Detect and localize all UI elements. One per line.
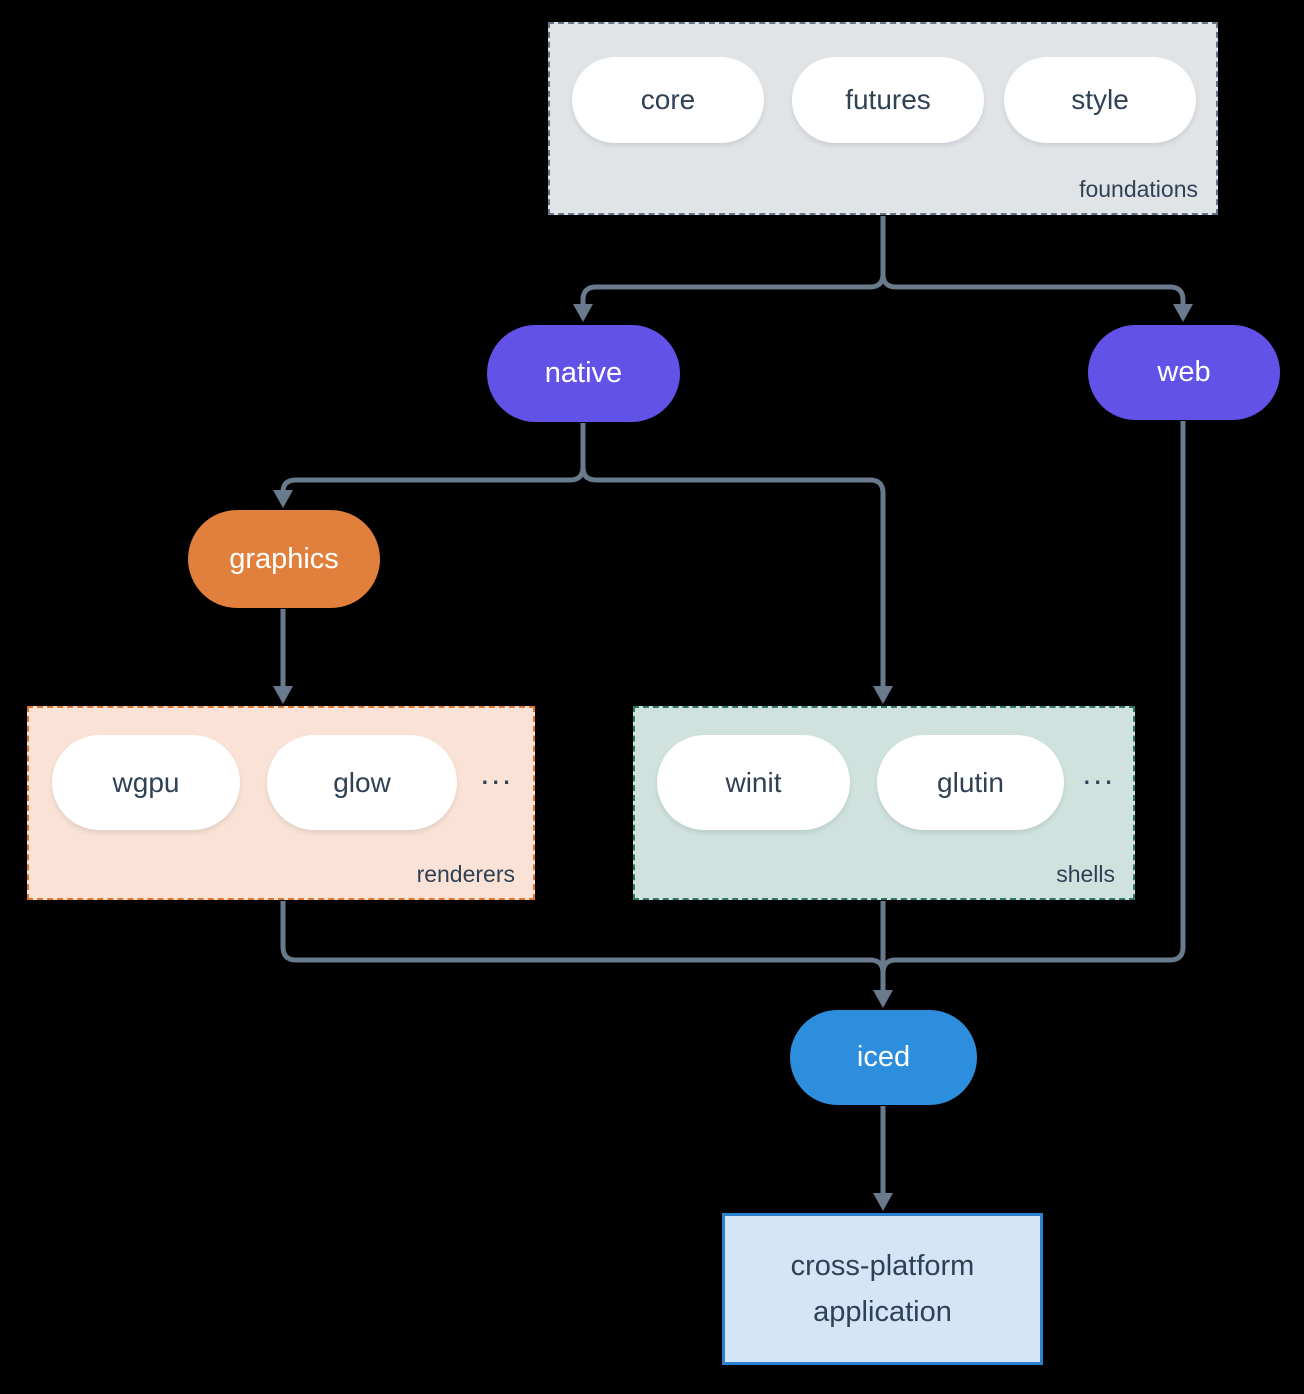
edge-native-shells [580,423,886,687]
edge-foundations-web [880,216,1186,305]
node-wgpu: wgpu [52,735,240,830]
arrow-down-icon [273,686,293,704]
application-label-line1: cross-platform [790,1249,975,1282]
arrow-down-icon [273,490,293,508]
node-futures: futures [792,57,984,143]
group-label-shells: shells [1056,861,1115,887]
edge-foundations-native [580,216,886,305]
node-core: core [572,57,764,143]
arrow-down-icon [873,686,893,704]
shells-ellipsis: ... [1082,755,1115,791]
arrow-down-icon [1173,304,1193,322]
node-graphics: graphics [188,510,380,608]
edge-renderers-iced [280,901,886,975]
group-shells: winit glutin ... shells [633,706,1135,900]
node-cross-platform-application: cross-platform application [722,1213,1043,1365]
node-style: style [1004,57,1196,143]
application-label-line2: application [813,1296,952,1328]
group-label-renderers: renderers [416,861,515,887]
arrow-down-icon [573,304,593,322]
renderers-ellipsis: ... [480,755,513,791]
node-glow: glow [267,735,457,830]
group-foundations: core futures style foundations [548,22,1218,215]
node-native: native [487,325,680,422]
group-label-foundations: foundations [1079,176,1198,202]
arrow-down-icon [873,990,893,1008]
node-web: web [1088,325,1280,420]
node-winit: winit [657,735,850,830]
node-iced: iced [790,1010,977,1105]
edge-native-graphics [280,423,586,493]
group-renderers: wgpu glow ... renderers [27,706,535,900]
arrow-down-icon [873,1193,893,1211]
node-glutin: glutin [877,735,1064,830]
